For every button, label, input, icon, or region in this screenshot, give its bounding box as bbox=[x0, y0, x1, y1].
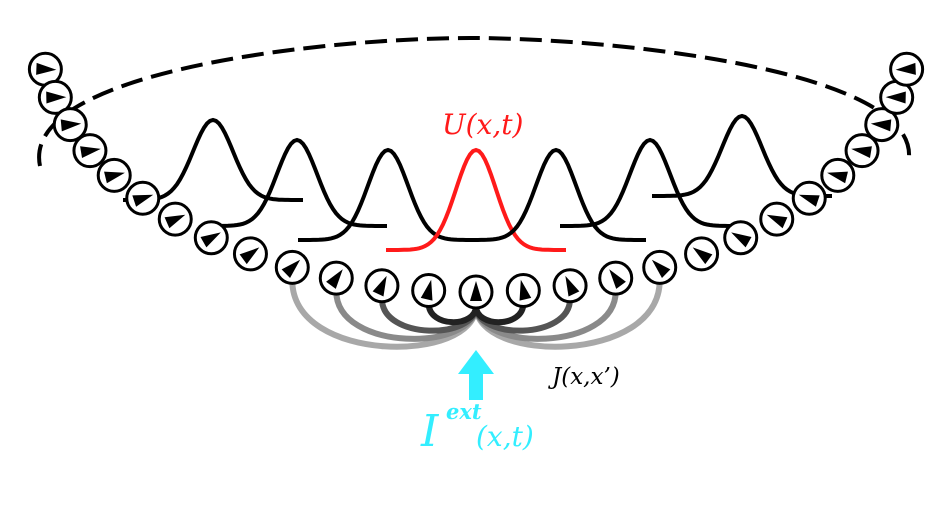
activity-bump bbox=[560, 137, 740, 228]
neuron-icon bbox=[72, 133, 108, 169]
neuron-icon bbox=[759, 201, 795, 237]
neuron-icon bbox=[889, 51, 925, 87]
neuron-icon bbox=[52, 107, 88, 143]
neuron-icon bbox=[505, 272, 541, 308]
neuron-icon bbox=[193, 220, 229, 256]
connection-arc bbox=[473, 288, 619, 342]
neuron-icon bbox=[274, 249, 310, 285]
connection-arc bbox=[333, 288, 479, 342]
neuron-icon bbox=[642, 249, 678, 285]
activity-label: U(x,t) bbox=[442, 108, 523, 141]
neuron-icon bbox=[552, 268, 588, 304]
neuron-icon bbox=[364, 268, 400, 304]
neuron-icon bbox=[879, 79, 915, 115]
neuron-icon bbox=[96, 157, 132, 193]
activity-bump bbox=[207, 137, 387, 228]
neuron-icon bbox=[684, 236, 720, 272]
neuron-icon bbox=[27, 51, 63, 87]
neuron-icon bbox=[598, 260, 634, 296]
input-label-main: I bbox=[420, 406, 440, 457]
input-arrow-icon bbox=[458, 350, 494, 400]
input-label-superscript: ext bbox=[446, 399, 482, 424]
neuron-icon bbox=[864, 107, 900, 143]
neuron-icon bbox=[844, 133, 880, 169]
active-bump bbox=[386, 147, 566, 252]
neuron-icon bbox=[157, 201, 193, 237]
connectivity-arcs bbox=[289, 277, 663, 350]
activity-bumps bbox=[123, 113, 832, 252]
connectivity-label: J(x,x’) bbox=[548, 364, 620, 390]
neuron-icon bbox=[318, 260, 354, 296]
neuron-icon bbox=[37, 79, 73, 115]
ring-dashed-arc bbox=[37, 35, 911, 167]
neuron-icon bbox=[791, 180, 827, 216]
neuron-icon bbox=[411, 272, 447, 308]
neuron-icon bbox=[820, 157, 856, 193]
activity-bump bbox=[298, 147, 478, 242]
activity-bump bbox=[466, 147, 646, 242]
neuron-icon bbox=[125, 180, 161, 216]
neuron-ring bbox=[27, 51, 925, 310]
neuron-icon bbox=[232, 236, 268, 272]
neuron-icon bbox=[723, 220, 759, 256]
input-label-args: (x,t) bbox=[476, 420, 534, 453]
neuron-icon bbox=[458, 274, 494, 310]
connection-arc bbox=[473, 300, 527, 326]
input-label: I ext (x,t) bbox=[420, 399, 534, 457]
